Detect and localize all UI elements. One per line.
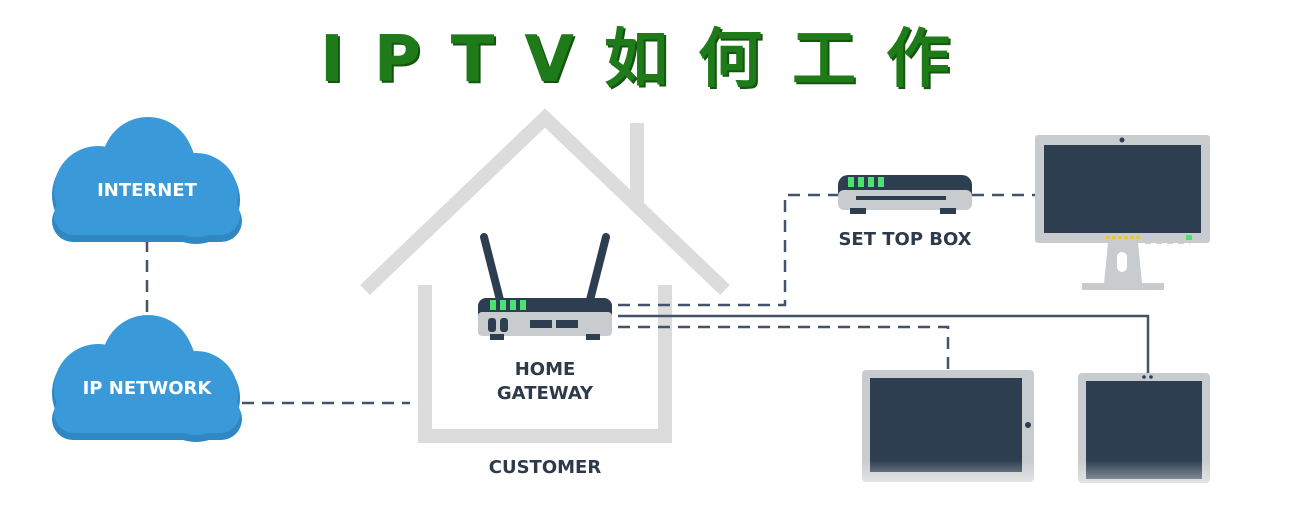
customer-label: CUSTOMER (488, 457, 602, 478)
ip-network-label: IP NETWORK (82, 378, 212, 399)
set-top-box (838, 175, 972, 214)
diagram-title: IPTV如何工作 (320, 23, 980, 97)
house-outline (360, 108, 730, 443)
tablet-device (862, 370, 1034, 482)
internet-label: INTERNET (97, 180, 197, 201)
router-leds (490, 300, 526, 310)
tv-monitor (1035, 135, 1210, 290)
settopbox-leds (848, 177, 884, 187)
ip-network-cloud (52, 315, 242, 442)
home-gateway-router (478, 233, 612, 340)
gateway-to-tablet-link (618, 325, 950, 370)
home-gateway-label-line1: HOME (514, 359, 576, 380)
home-gateway-label: HOME GATEWAY (470, 358, 620, 406)
gateway-to-laptop-link (618, 314, 1150, 373)
gateway-to-settopbox-link (618, 193, 840, 307)
internet-cloud (52, 117, 242, 244)
set-top-box-label: SET TOP BOX (838, 229, 972, 250)
home-gateway-label-line2: GATEWAY (496, 383, 594, 404)
